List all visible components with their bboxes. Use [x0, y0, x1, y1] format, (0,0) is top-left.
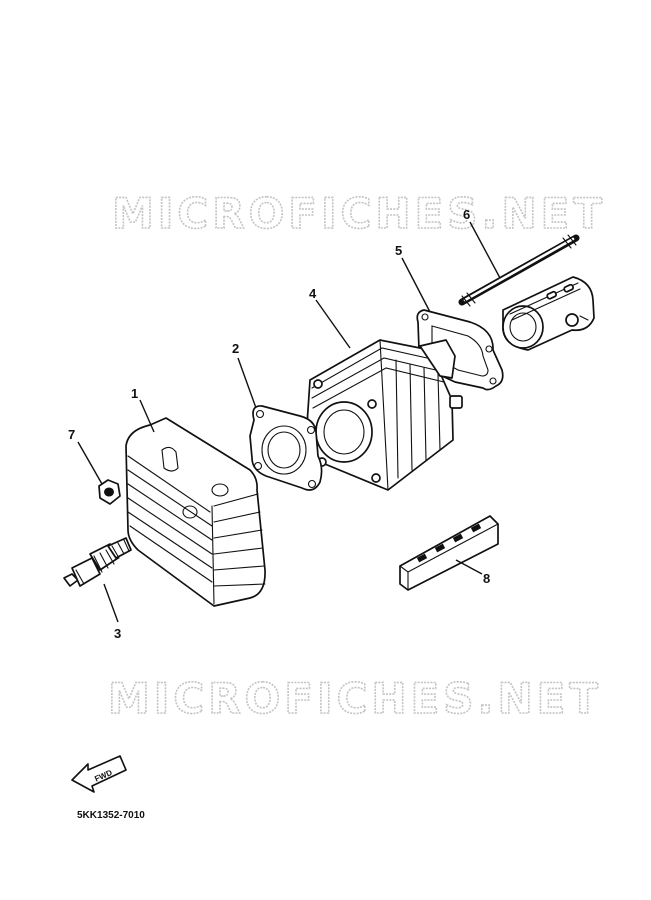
leader-line-3 [103, 583, 119, 623]
callout-6: 6 [463, 207, 470, 222]
strip-part [399, 515, 499, 591]
nut-part [98, 479, 121, 505]
leader-line-1 [139, 399, 155, 433]
watermark-top: MICROFICHES.NET [112, 189, 606, 238]
cylinder-part [306, 339, 463, 491]
callout-3: 3 [114, 626, 121, 641]
callout-2: 2 [232, 341, 239, 356]
leader-line-6 [469, 221, 501, 279]
watermark-bottom: MICROFICHES.NET [108, 674, 602, 723]
leader-line-8 [455, 559, 483, 575]
diagram-reference-code: 5KK1352-7010 [77, 810, 145, 821]
cylinder-head-part [125, 417, 266, 607]
leader-line-2 [237, 357, 257, 409]
leader-line-4 [315, 299, 351, 349]
callout-5: 5 [395, 243, 402, 258]
callout-7: 7 [68, 427, 75, 442]
spark-plug-part [63, 537, 132, 587]
stud-bolt-part [458, 234, 580, 307]
callout-8: 8 [483, 571, 490, 586]
piston-part [502, 276, 595, 351]
forward-direction-icon: FWD [71, 755, 127, 793]
leader-line-7 [77, 441, 103, 485]
callout-1: 1 [131, 386, 138, 401]
callout-4: 4 [309, 286, 317, 301]
head-gasket-part [249, 405, 323, 491]
leader-line-5 [401, 257, 431, 313]
